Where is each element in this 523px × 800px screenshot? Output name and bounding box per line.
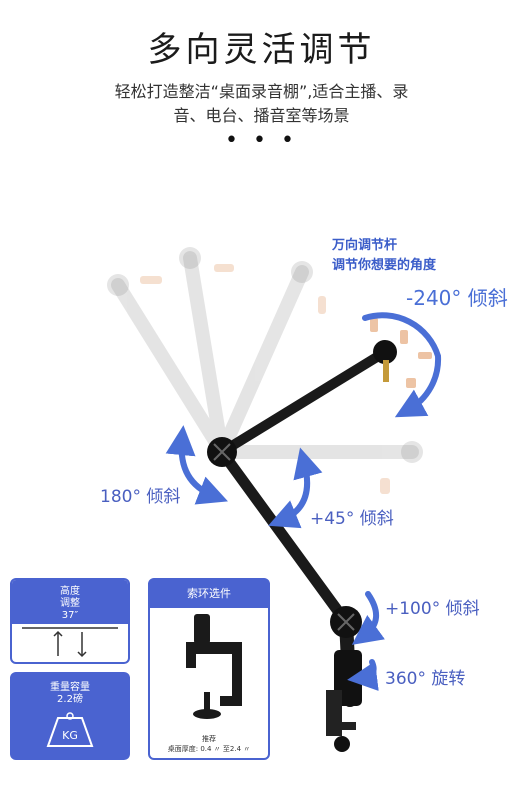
clamp-foot-line-1: 推荐 bbox=[202, 735, 216, 743]
top-joint bbox=[373, 340, 397, 364]
angle-label-180: 180° 倾斜 bbox=[100, 487, 181, 507]
clamp-card-title: 索环选件 bbox=[150, 580, 268, 608]
weight-capacity-card: 重量容量 2.2磅 KG bbox=[10, 672, 130, 760]
angle-label-360: 360° 旋转 bbox=[385, 669, 466, 689]
subtitle: 轻松打造整洁“桌面录音棚”,适合主播、录 音、电台、播音室等场景 bbox=[40, 80, 483, 128]
height-label-line-2: 调整 bbox=[60, 598, 80, 609]
weight-kg-icon: KG bbox=[46, 712, 94, 747]
angle-label-plus45: +45° 倾斜 bbox=[310, 509, 394, 529]
height-value: 37″ bbox=[61, 610, 79, 621]
rotate-180-arrow bbox=[165, 425, 228, 505]
height-card-header: 高度 调整 37″ bbox=[12, 580, 128, 624]
rotate-plus100-arrow bbox=[351, 591, 385, 645]
height-label-line-1: 高度 bbox=[60, 586, 80, 597]
note-line-1: 万向调节杆 bbox=[332, 238, 398, 253]
angle-label-minus240: -240° 倾斜 bbox=[406, 286, 508, 310]
rotate-plus45-arrow bbox=[268, 447, 323, 529]
height-arrows-icon bbox=[22, 627, 118, 658]
page-indicator-dots: • • • bbox=[225, 128, 298, 153]
weight-value: 2.2磅 bbox=[57, 694, 83, 705]
subtitle-line-2: 音、电台、播音室等场景 bbox=[173, 106, 350, 125]
boom-arm-illustration bbox=[107, 247, 442, 752]
clamp-option-card: 索环选件 推荐 桌面厚度: 0.4 〃 至2.4 〃 bbox=[148, 578, 270, 760]
rotate-360-arrow bbox=[347, 659, 379, 692]
page-title: 多向灵活调节 bbox=[147, 30, 376, 70]
clamp-card-footer: 推荐 桌面厚度: 0.4 〃 至2.4 〃 bbox=[150, 734, 268, 754]
subtitle-line-1: 轻松打造整洁“桌面录音棚”,适合主播、录 bbox=[114, 82, 409, 101]
clamp-foot-line-2: 桌面厚度: 0.4 〃 至2.4 〃 bbox=[167, 745, 251, 753]
angle-label-plus100: +100° 倾斜 bbox=[385, 599, 480, 619]
note-line-2: 调节你想要的角度 bbox=[332, 258, 437, 273]
kg-text: KG bbox=[62, 729, 78, 742]
weight-label: 重量容量 bbox=[50, 682, 90, 693]
rotate-minus240-arrow bbox=[362, 312, 442, 418]
height-adjust-card: 高度 调整 37″ bbox=[10, 578, 130, 664]
desk-clamp-image bbox=[186, 614, 242, 719]
adjustable-arm-note: 万向调节杆 调节你想要的角度 bbox=[332, 236, 436, 276]
